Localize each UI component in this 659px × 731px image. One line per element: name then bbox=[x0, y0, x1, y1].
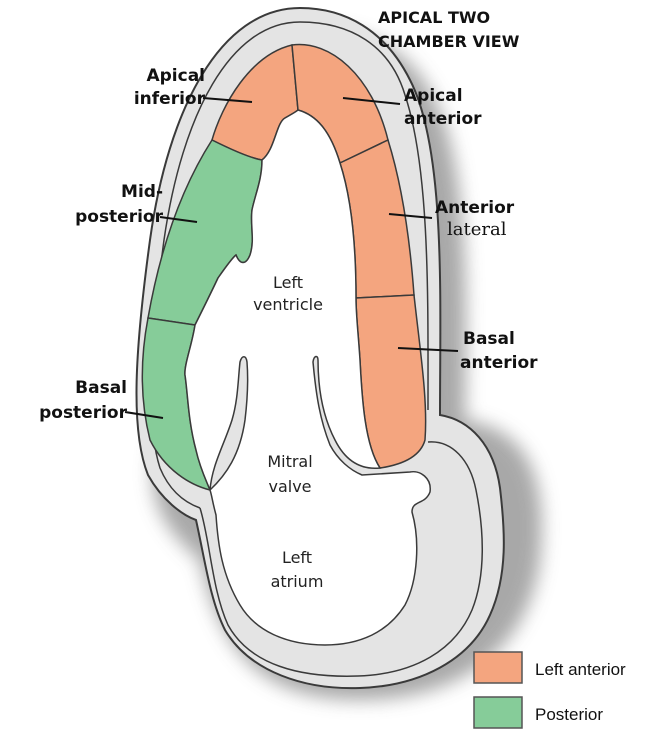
label-apical-inferior-line1: Apical bbox=[146, 66, 205, 86]
legend-swatch-left-anterior bbox=[474, 652, 522, 683]
label-basal-posterior-line1: Basal bbox=[75, 378, 127, 398]
label-mid-posterior-line1: Mid- bbox=[121, 182, 163, 202]
label-left-ventricle-line2: ventricle bbox=[253, 295, 323, 314]
label-mitral-valve-line1: Mitral bbox=[267, 452, 312, 471]
label-basal-posterior-line2: posterior bbox=[39, 403, 128, 423]
label-mid-posterior-line2: posterior bbox=[75, 207, 164, 227]
label-anterior-lateral-line1: Anterior bbox=[435, 198, 515, 218]
label-left-atrium-line2: atrium bbox=[271, 572, 324, 591]
label-apical-inferior-line2: inferior bbox=[134, 89, 206, 109]
label-mitral-valve-line2: valve bbox=[268, 477, 311, 496]
label-apical-anterior-line1: Apical bbox=[404, 86, 463, 106]
legend-swatch-posterior bbox=[474, 697, 522, 728]
label-basal-anterior-line2: anterior bbox=[460, 353, 538, 373]
legend-label-posterior: Posterior bbox=[535, 705, 603, 724]
diagram-title-line1: APICAL TWO bbox=[378, 8, 490, 27]
label-basal-anterior-line1: Basal bbox=[463, 329, 515, 349]
label-left-ventricle-line1: Left bbox=[273, 273, 303, 292]
diagram-title-line2: CHAMBER VIEW bbox=[378, 32, 520, 51]
legend-label-left-anterior: Left anterior bbox=[535, 660, 626, 679]
legend: Left anterior Posterior bbox=[474, 652, 626, 728]
label-anterior-lateral-line2: lateral bbox=[447, 219, 507, 240]
label-apical-anterior-line2: anterior bbox=[404, 109, 482, 129]
label-left-atrium-line1: Left bbox=[282, 548, 312, 567]
